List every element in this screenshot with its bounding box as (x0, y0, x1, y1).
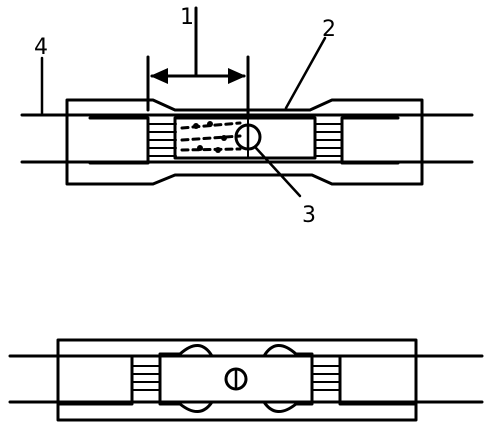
strands-right (314, 123, 343, 157)
callout-3: 3 (302, 203, 316, 228)
crimped-strands-right (311, 365, 341, 391)
leader-2 (284, 36, 327, 110)
crimped-strands-left (131, 365, 161, 391)
splice-after-crimp (8, 338, 484, 422)
crimped-barrel (158, 344, 314, 413)
callout-4: 4 (34, 35, 48, 60)
dimension-arrowheads (150, 68, 246, 84)
heat-shrink-sleeve-crimped (56, 338, 418, 422)
heat-shrink-sleeve (65, 98, 424, 186)
splice-before-crimp: 1 2 3 4 (20, 5, 474, 228)
dimension-1 (146, 6, 250, 120)
stripped-wire-ends (180, 121, 242, 152)
leader-3 (254, 146, 302, 198)
crimped-right-inner (338, 354, 418, 406)
strands-left (147, 123, 177, 157)
wire-dots (193, 121, 227, 153)
sleeve-left-inner (88, 116, 150, 165)
crimped-left-inner (56, 354, 134, 406)
callout-1: 1 (180, 5, 194, 30)
sleeve-right-inner (340, 116, 400, 165)
callout-2: 2 (322, 17, 336, 42)
inspection-window (234, 123, 262, 151)
butt-connector-barrel (173, 116, 317, 160)
